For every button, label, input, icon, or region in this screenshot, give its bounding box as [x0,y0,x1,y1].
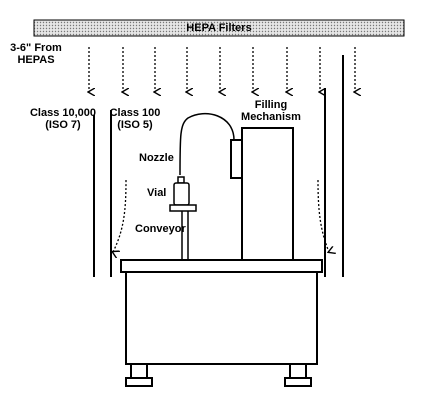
airflow-arrows [89,47,355,92]
table-top [120,259,323,273]
filling-mechanism-label-line1: Filling [254,99,288,111]
filling-mechanism [230,127,294,261]
class-100-label-line1: Class 100 [109,107,161,119]
curved-arrow-left [113,179,127,252]
deflection-arrows [113,179,329,252]
table-leg-right [289,363,307,379]
vial-neck [177,176,185,184]
table [120,259,323,387]
hepa-filters-label: HEPA Filters [186,22,252,34]
distance-label-line1: 3-6" From [10,42,62,54]
filling-mechanism-label-line2: Mechanism [241,111,301,123]
class-10000-label: Class 10,000 (ISO 7) [27,107,99,131]
table-foot-right [284,377,312,387]
class-100-label: Class 100 (ISO 5) [106,107,164,131]
class-10000-label-line2: (ISO 7) [45,119,81,131]
filling-machine-body [241,127,294,261]
vial-label: Vial [147,187,167,199]
nozzle-label: Nozzle [139,152,174,164]
distance-label-line2: HEPAS [17,54,55,66]
conveyor-platform [169,204,197,212]
distance-label: 3-6" From HEPAS [6,42,66,66]
vial [173,176,190,206]
hepa-filter-bar [33,19,405,37]
class-100-label-line2: (ISO 5) [117,119,153,131]
conveyor-label: Conveyor [135,223,186,235]
table-leg-left [130,363,148,379]
curtains [93,55,344,277]
nozzle-tube [179,112,235,176]
vial-body [173,182,190,206]
table-foot-left [125,377,153,387]
class-10000-label-line1: Class 10,000 [29,107,97,119]
curved-arrow-right [317,179,329,252]
table-cabinet [125,271,318,365]
filling-mechanism-label: Filling Mechanism [234,99,308,123]
filling-pump-head [230,139,243,179]
conveyor [169,204,197,261]
